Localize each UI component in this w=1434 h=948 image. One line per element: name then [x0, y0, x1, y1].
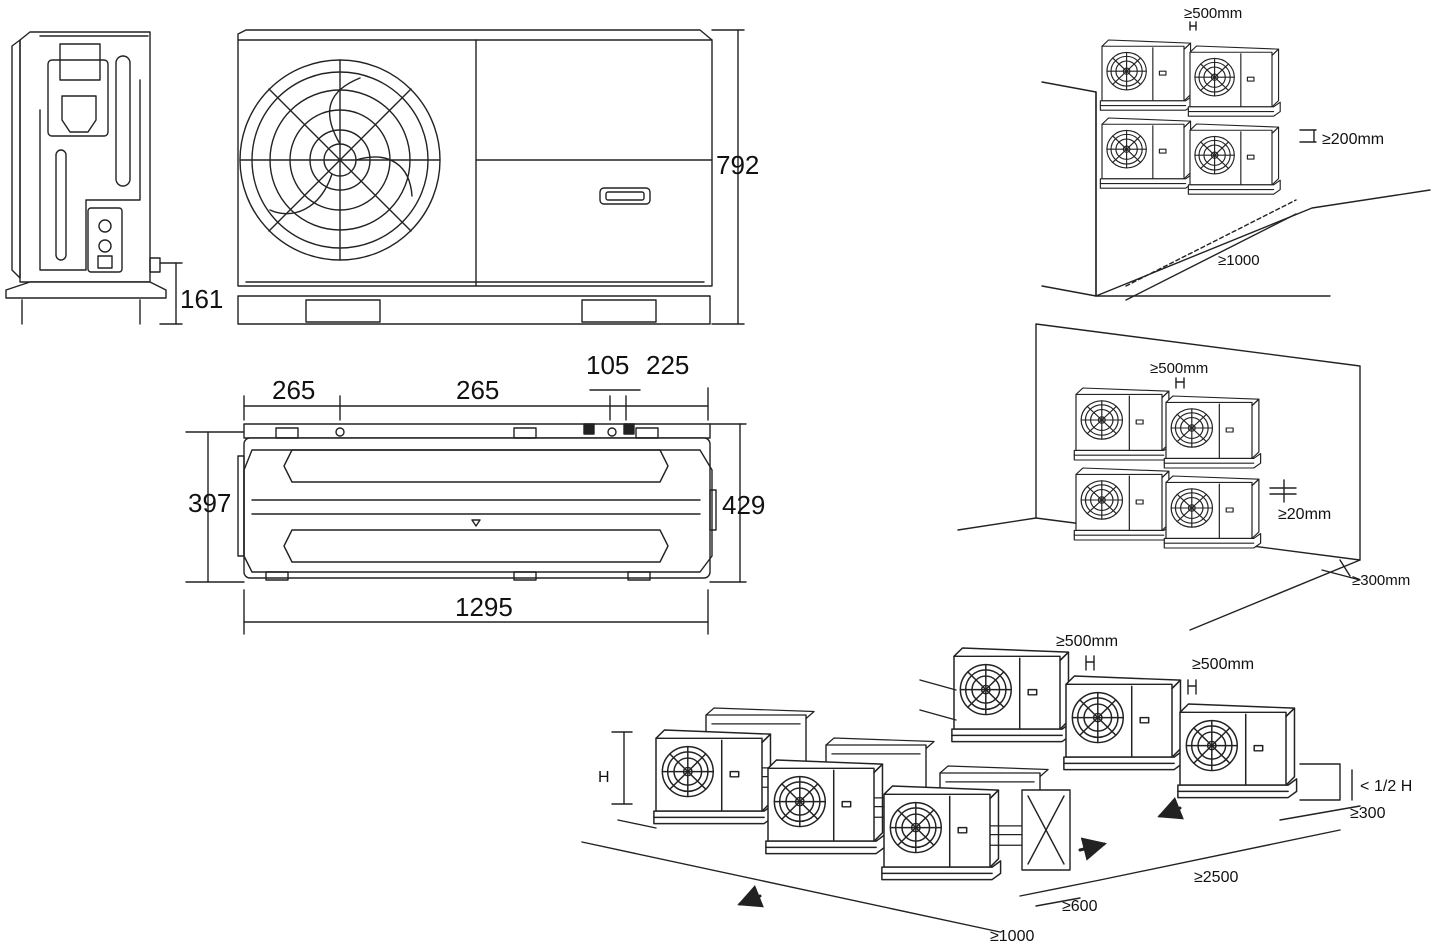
rows-diagram: [581, 647, 1361, 933]
backwall-side-gap-label: ≥500mm: [1150, 360, 1209, 377]
rows-height-label: H: [598, 769, 610, 786]
dim-depth-right: 429: [722, 490, 766, 520]
dim-width: 1295: [455, 592, 513, 622]
stack-wall-diagram: [1041, 21, 1431, 301]
rows-half-height-label: 1/2 H: [1374, 778, 1413, 795]
rows-side-label: ≥600: [1062, 898, 1098, 915]
dim-top-b: 265: [456, 375, 500, 405]
wall-side-gap-label: ≥500mm: [1184, 5, 1243, 22]
backwall-rear-label: ≥300mm: [1352, 572, 1411, 589]
dim-front-height: 792: [716, 150, 760, 180]
rows-front-label: ≥1000: [990, 928, 1035, 945]
rows-spacing-label: ≥2500: [1194, 869, 1239, 886]
stack-backwall-diagram: [957, 323, 1361, 631]
top-view: [185, 387, 747, 635]
dim-top-c: 105: [586, 350, 630, 380]
dim-depth-left: 397: [188, 488, 232, 518]
rows-gap-a-label: ≥500mm: [1056, 633, 1119, 650]
backwall-vertical-gap-label: ≥20mm: [1278, 506, 1332, 523]
wall-front-label: ≥1000: [1218, 252, 1260, 269]
front-view: [237, 29, 745, 325]
rows-rear-label: ≥300: [1350, 805, 1386, 822]
wall-vertical-gap-label: ≥200mm: [1322, 131, 1385, 148]
dim-top-d: 225: [646, 350, 690, 380]
dim-top-a: 265: [272, 375, 316, 405]
dim-base-height: 161: [180, 284, 224, 314]
side-view: [5, 31, 183, 325]
rows-gap-b-label: ≥500mm: [1192, 656, 1255, 673]
rows-half-height-arrow: <: [1360, 778, 1370, 795]
